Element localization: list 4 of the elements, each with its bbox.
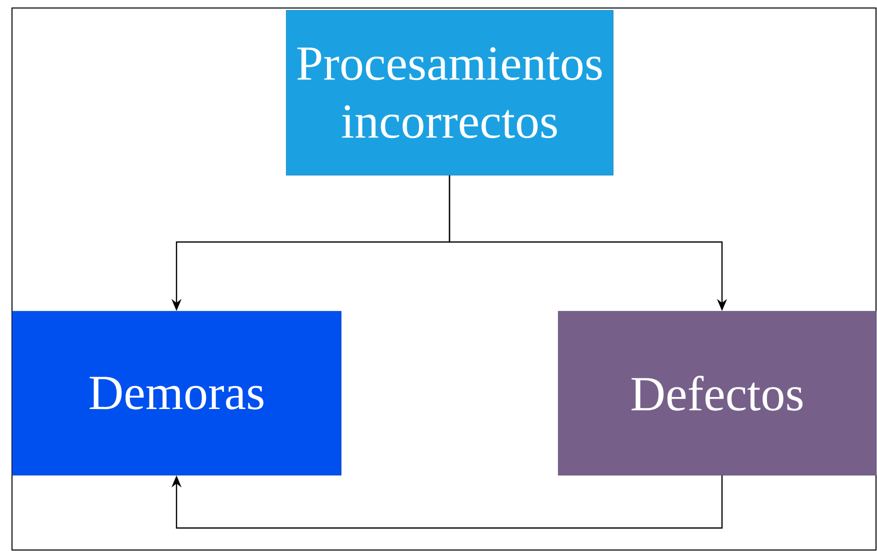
arrow bbox=[171, 475, 723, 529]
process-box: Demoras bbox=[12, 311, 342, 476]
process-box: Defectos bbox=[558, 311, 876, 476]
process-box: Procesamientos incorrectos bbox=[286, 10, 614, 176]
